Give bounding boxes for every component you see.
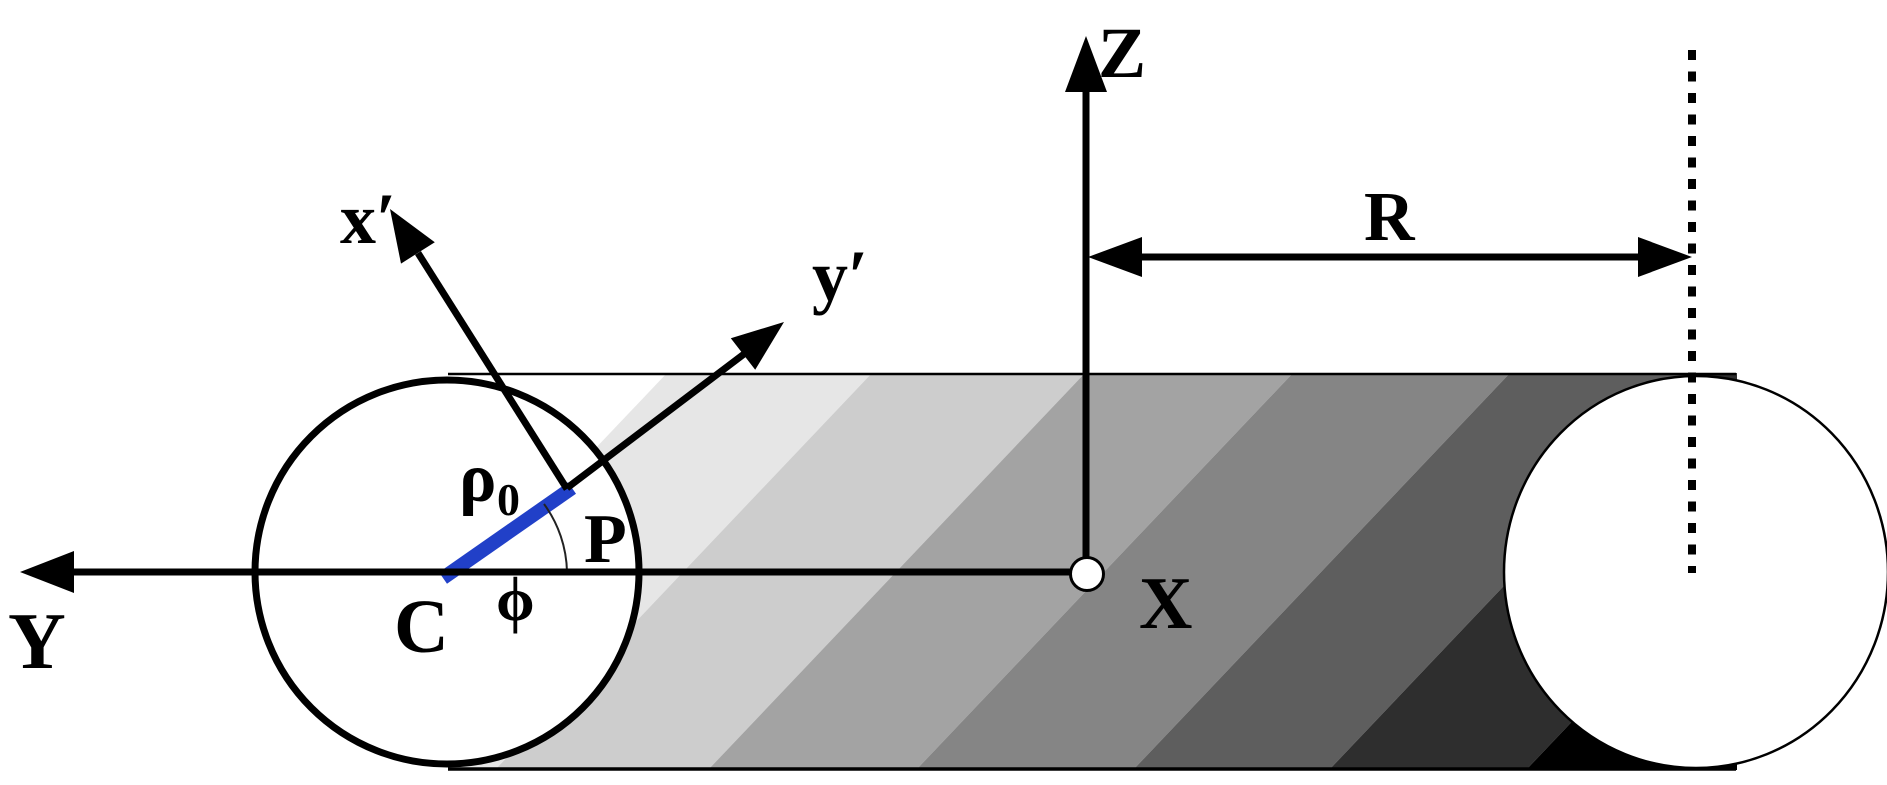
y-axis-arrowhead-icon	[20, 551, 74, 593]
point-p-label: P	[584, 501, 627, 578]
x-axis-label: X	[1139, 563, 1192, 645]
radius-arrowhead-left-icon	[1088, 237, 1142, 277]
y-prime-axis-line	[564, 348, 751, 491]
y-axis-label: Y	[8, 598, 66, 686]
z-axis-arrowhead-icon	[1065, 36, 1107, 92]
x-prime-arrowhead-icon	[390, 209, 435, 264]
x-prime-axis-line	[415, 251, 570, 491]
center-c-label: C	[394, 585, 449, 669]
origin-marker	[1069, 556, 1105, 592]
phi-angle-label: ϕ	[496, 566, 535, 634]
rho0-subscript-label: 0	[497, 474, 520, 525]
rho0-segment	[438, 482, 577, 584]
y-prime-label: y′	[812, 236, 868, 316]
y-prime-arrowhead-icon	[730, 322, 784, 370]
z-axis-label: Z	[1098, 13, 1146, 93]
radius-arrowhead-right-icon	[1638, 237, 1692, 277]
phi-angle-arc	[543, 503, 568, 573]
rho0-label: ρ	[459, 440, 496, 517]
x-prime-label: x′	[340, 179, 396, 259]
radius-label: R	[1364, 179, 1416, 256]
stripe-4	[916, 373, 1510, 770]
